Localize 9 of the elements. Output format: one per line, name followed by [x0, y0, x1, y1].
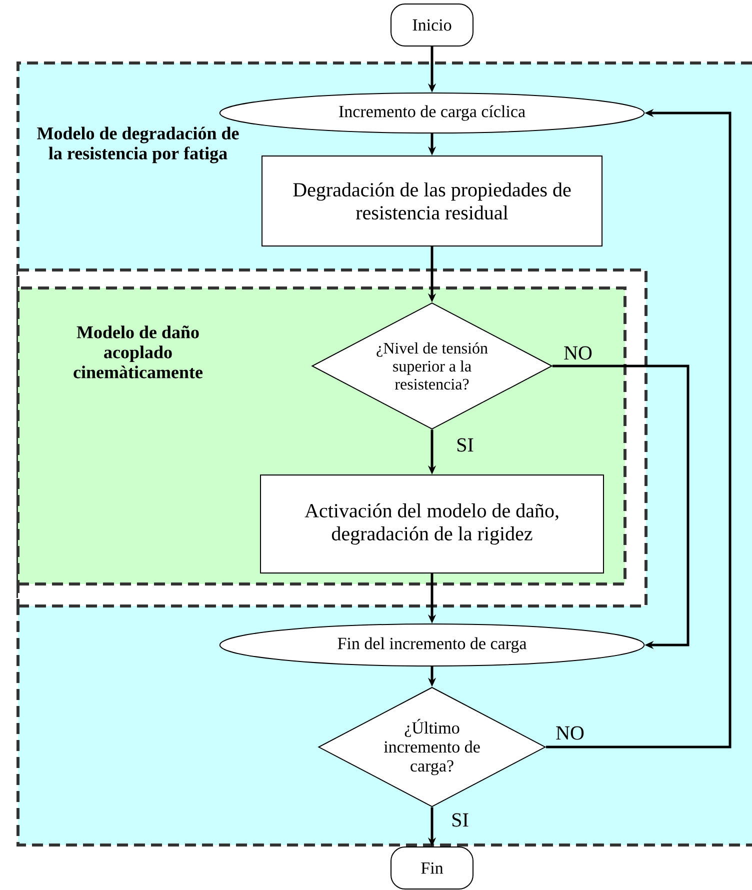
process-box: Degradación de las propiedades de resistencia residual [262, 156, 602, 246]
arrow [552, 364, 690, 650]
edge-label: SI [457, 438, 474, 452]
edge-label: SI [452, 813, 468, 827]
terminal-box: Fin [390, 846, 474, 890]
terminal-box: Inicio [390, 4, 474, 46]
process-box: Activación del modelo de daño, degradación de la rigidez [260, 474, 604, 574]
edge-label: NO [556, 726, 584, 740]
edge-label: NO [564, 346, 592, 360]
